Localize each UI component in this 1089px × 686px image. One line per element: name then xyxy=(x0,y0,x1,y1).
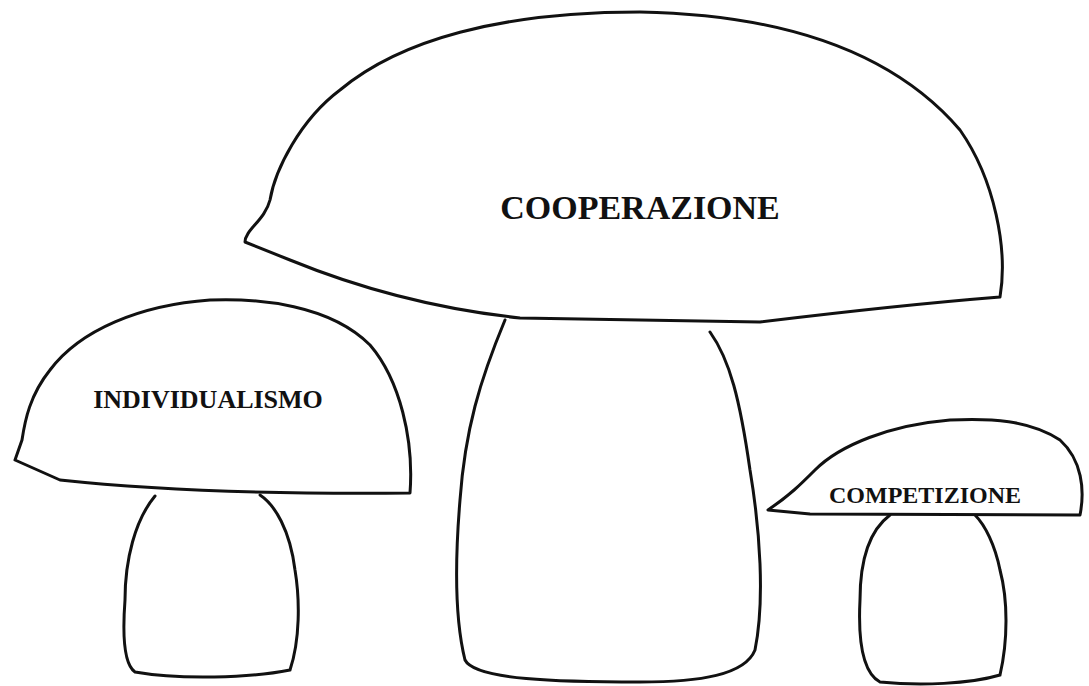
cap-label: COOPERAZIONE xyxy=(500,191,780,225)
cap-outline-path xyxy=(768,419,1082,515)
mushroom-cap: COMPETIZIONE xyxy=(760,412,1087,522)
mushroom-cap: COOPERAZIONE xyxy=(235,5,1010,330)
cap-outline-path xyxy=(15,300,411,494)
cap-label: INDIVIDUALISMO xyxy=(93,387,323,413)
cap-label: COMPETIZIONE xyxy=(829,483,1021,507)
cap-outline xyxy=(235,5,1010,330)
mushroom-stem xyxy=(457,320,761,682)
cap-outline-path xyxy=(245,12,1002,322)
mushroom-stem xyxy=(124,495,298,677)
mushroom-stem xyxy=(860,515,1006,684)
mushroom-cap: INDIVIDUALISMO xyxy=(10,295,420,500)
